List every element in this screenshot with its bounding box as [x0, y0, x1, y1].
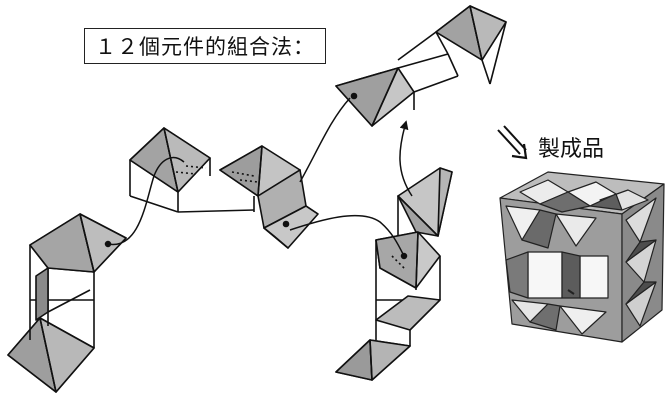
assembly-paths [104, 97, 413, 260]
module-group-center-right [219, 145, 319, 249]
cube-window-left [527, 251, 563, 299]
product-label: 製成品 [538, 137, 605, 162]
path-center-to-top [299, 97, 351, 183]
finished-cube [499, 171, 665, 343]
path-right-to-top [399, 120, 413, 197]
double-arrow-icon [497, 125, 528, 160]
path-left-to-center [107, 156, 185, 246]
module-group-top-right [335, 5, 507, 127]
module-group-bottom-left [7, 213, 127, 393]
module-group-right-column [335, 167, 453, 381]
path-center-to-right [289, 214, 405, 257]
cube-window-right [579, 255, 609, 299]
module-group-center-left [129, 127, 255, 213]
caption: １２個元件的組合法： [84, 28, 326, 64]
